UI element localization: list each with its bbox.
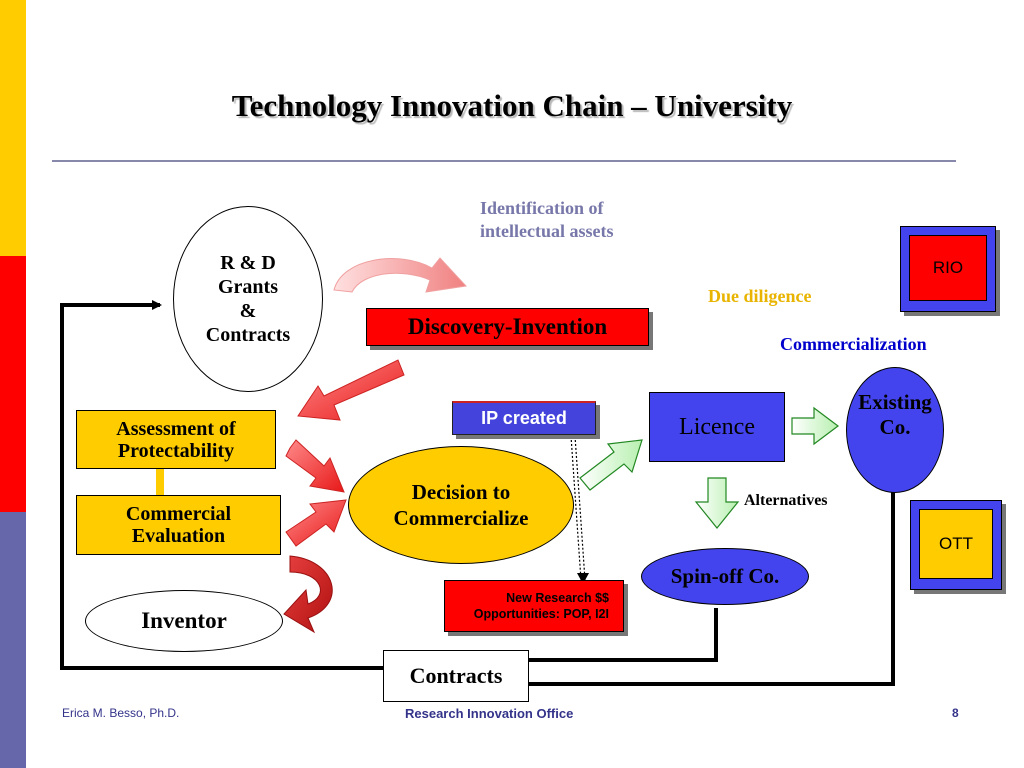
rio-text: RIO <box>932 257 964 277</box>
ip-created-node: IP created <box>452 401 596 435</box>
arrow-discovery-to-assessment <box>297 359 405 421</box>
ott-badge: OTT <box>910 500 1002 590</box>
curl-arrow-to-inventor <box>283 555 333 634</box>
commercial-evaluation-text: Commercial Evaluation <box>125 503 232 547</box>
new-research-node: New Research $$ Opportunities: POP, I2I <box>444 580 624 632</box>
commercialization-label: Commercialization <box>780 334 927 354</box>
title-rule <box>52 160 956 162</box>
decision-node: Decision to Commercialize <box>348 446 574 564</box>
footer: Erica M. Besso, Ph.D. Research Innovatio… <box>0 706 1024 726</box>
rio-badge: RIO <box>900 226 996 312</box>
licence-text: Licence <box>679 413 755 440</box>
assessment-node: Assessment of Protectability <box>76 410 276 469</box>
rio-badge-inner: RIO <box>909 235 987 301</box>
discovery-invention-text: Discovery-Invention <box>407 314 608 340</box>
alternatives-label: Alternatives <box>744 492 828 509</box>
stripe-red <box>0 256 26 512</box>
slide-title: Technology Innovation Chain – University <box>231 88 793 123</box>
due-diligence-label: Due diligence <box>708 286 812 306</box>
ip-created-text: IP created <box>481 407 567 428</box>
arrow-decision-to-licence <box>579 439 643 491</box>
ott-text: OTT <box>939 533 973 553</box>
contracts-text: Contracts <box>409 662 503 688</box>
arrow-evaluation-to-decision <box>285 499 347 547</box>
ip-to-research-arrowhead <box>577 573 589 584</box>
decision-text: Decision to Commercialize <box>393 479 529 530</box>
curved-arrow-pink <box>333 257 468 293</box>
contracts-node: Contracts <box>383 650 529 702</box>
identification-label: Identification of intellectual assets <box>480 198 614 241</box>
rnd-grants-node: R & D Grants & Contracts <box>173 206 323 392</box>
inventor-node: Inventor <box>85 590 283 652</box>
commercial-evaluation-node: Commercial Evaluation <box>76 495 281 555</box>
footer-author: Erica M. Besso, Ph.D. <box>62 706 180 720</box>
assessment-evaluation-connector <box>156 469 164 495</box>
existing-co-node: Existing Co. <box>846 367 944 493</box>
footer-office: Research Innovation Office <box>405 706 574 721</box>
assessment-text: Assessment of Protectability <box>116 417 236 462</box>
arrow-licence-to-existing <box>791 406 839 446</box>
licence-node: Licence <box>649 392 785 462</box>
rnd-grants-text: R & D Grants & Contracts <box>205 252 291 346</box>
new-research-text: New Research $$ Opportunities: POP, I2I <box>473 590 609 621</box>
discovery-invention-node: Discovery-Invention <box>366 308 649 346</box>
footer-page-number: 8 <box>952 706 959 720</box>
ott-badge-inner: OTT <box>919 509 993 579</box>
stripe-yellow <box>0 0 26 256</box>
arrow-assessment-to-decision <box>285 439 345 493</box>
spinoff-node: Spin-off Co. <box>641 548 809 605</box>
ip-to-research-dotted-line <box>570 435 586 581</box>
stripe-purple <box>0 512 26 768</box>
arrow-licence-to-spinoff <box>694 477 740 529</box>
feedback-loop-line <box>60 300 895 686</box>
inventor-text: Inventor <box>141 608 227 634</box>
existing-co-text: Existing Co. <box>858 389 932 439</box>
spinoff-text: Spin-off Co. <box>670 563 780 588</box>
